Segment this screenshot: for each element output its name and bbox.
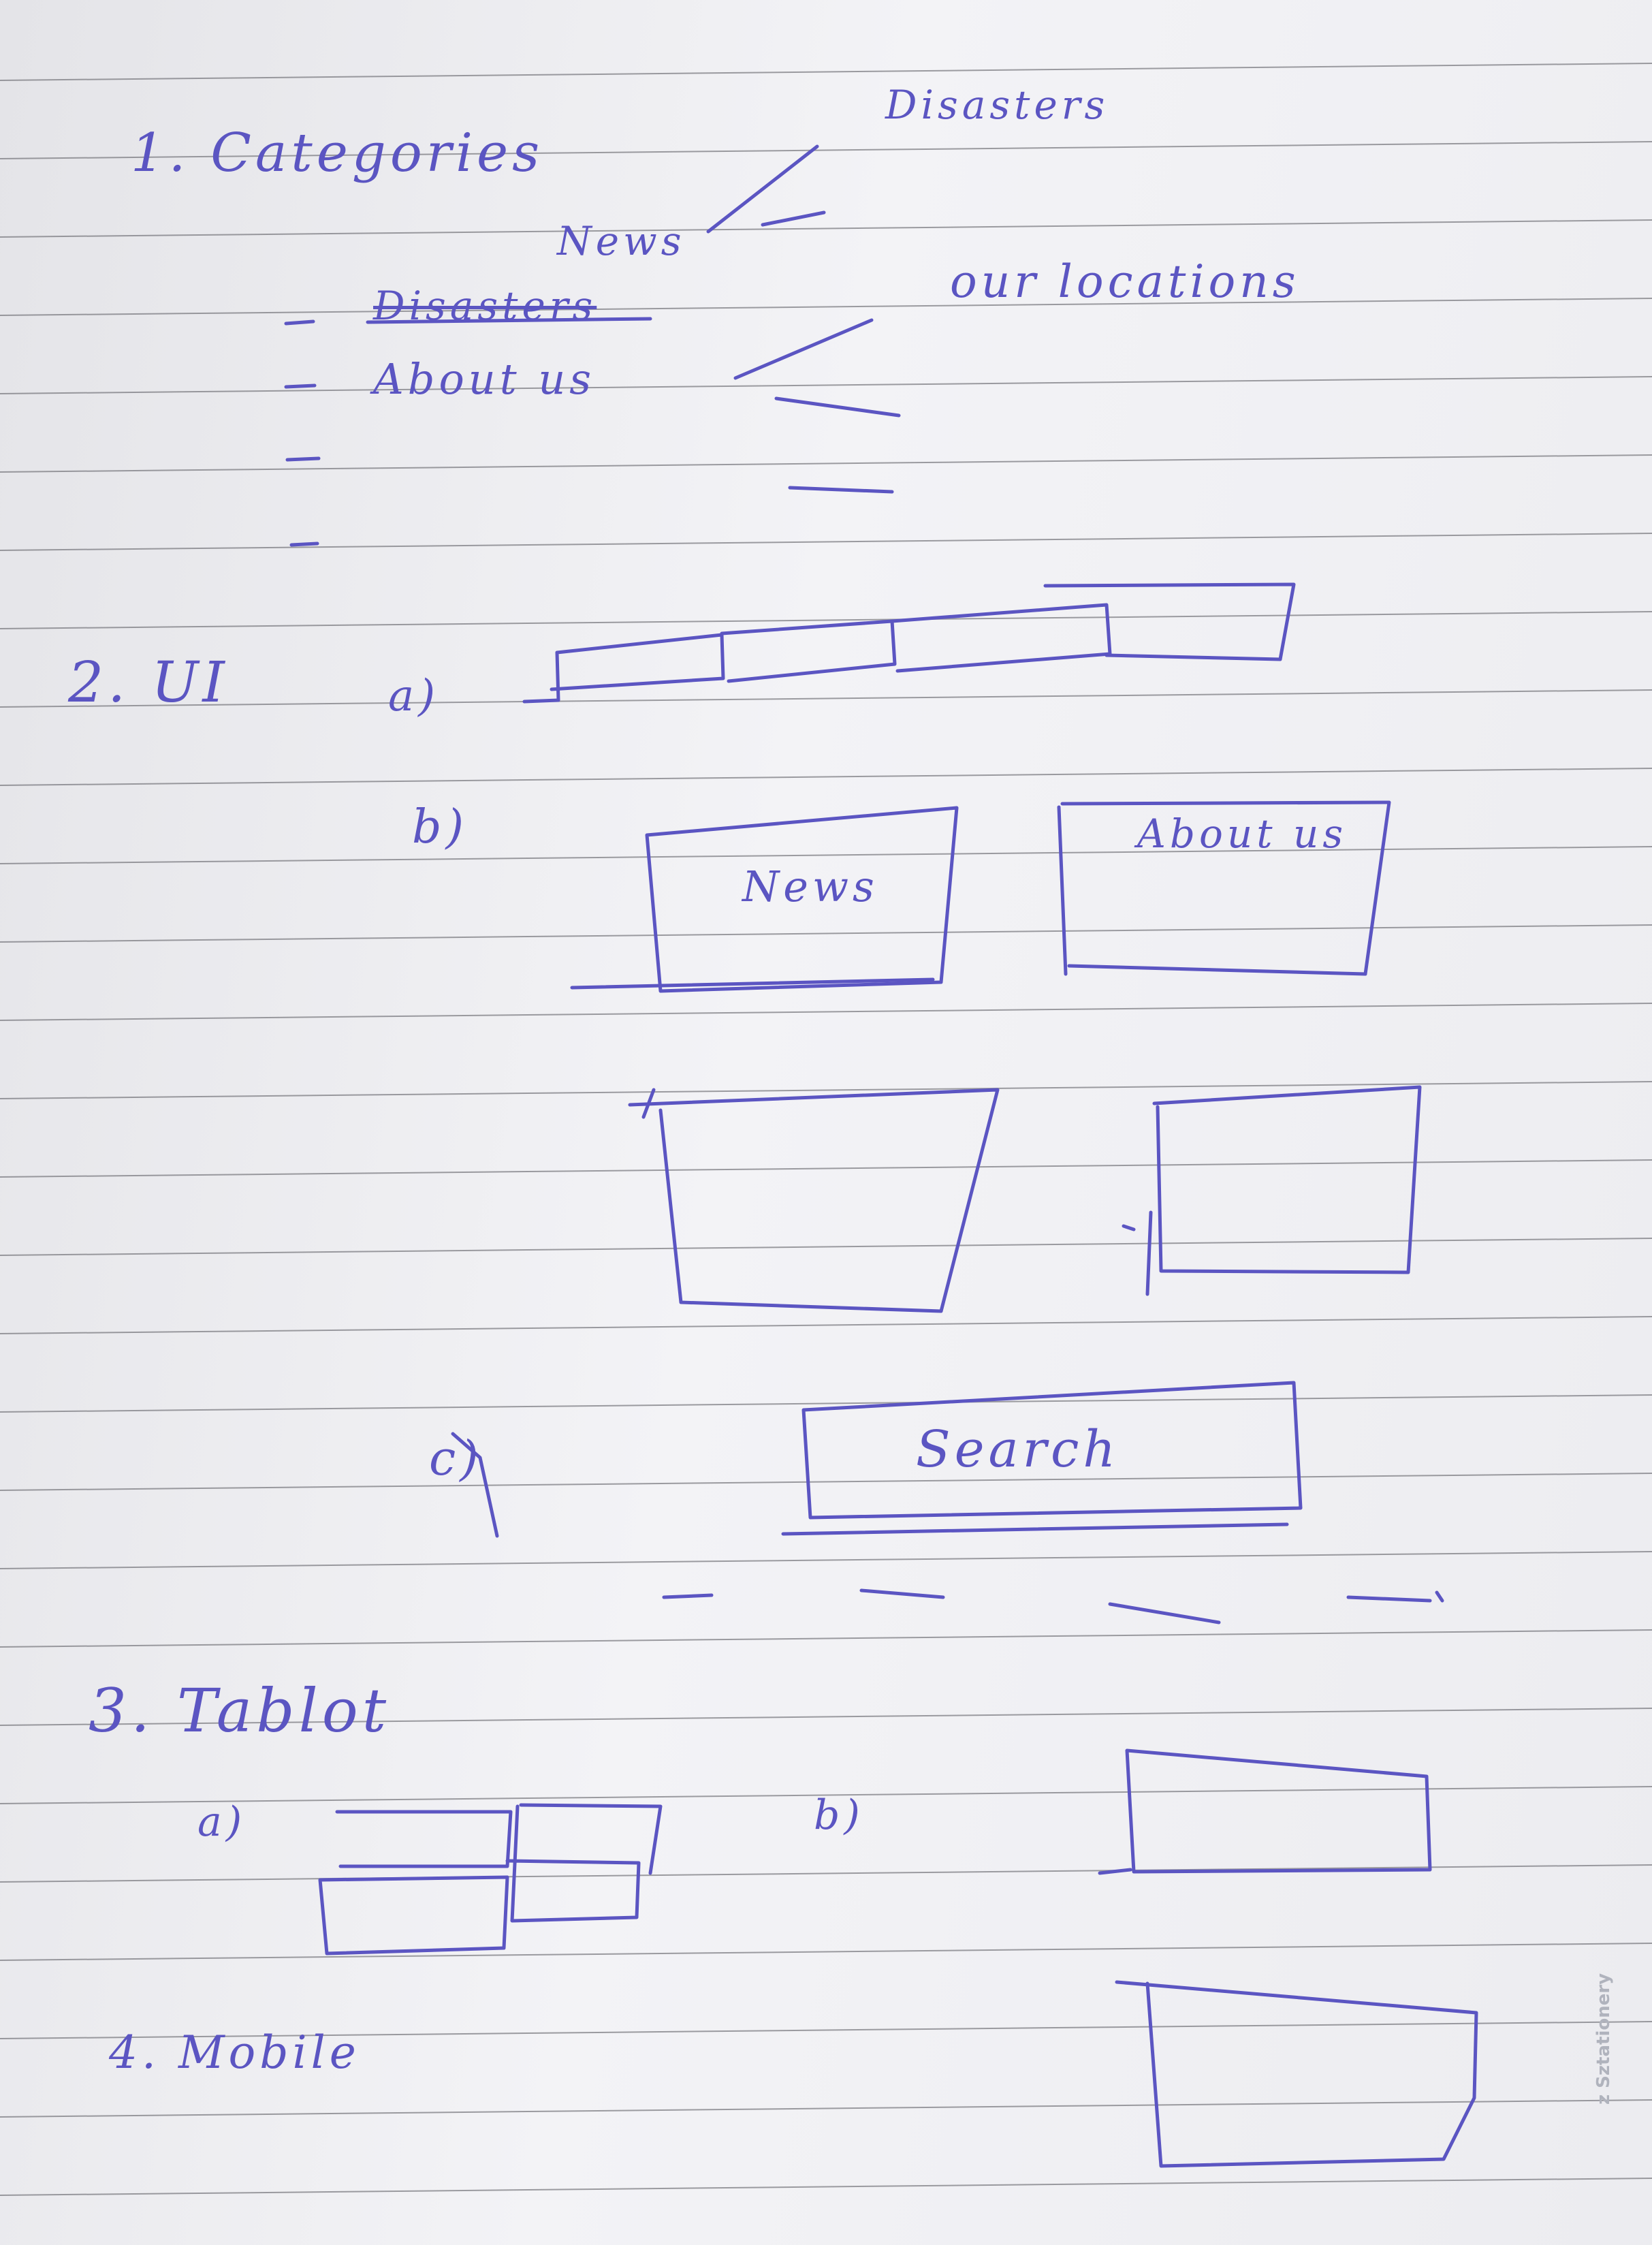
side-word-our-locations: our locations [950, 255, 1300, 308]
stationery-brand-mark: z Sztationery [1593, 1973, 1614, 2105]
ruled-line [0, 1159, 1652, 1178]
section4-heading: 4. Mobile [109, 2026, 360, 2079]
inserted-word-news: News [557, 218, 686, 264]
box-label-news: News [742, 862, 878, 911]
ruled-line [0, 1786, 1652, 1804]
ruled-line [0, 1238, 1652, 1256]
ui-label-c: c) [429, 1430, 483, 1486]
ruled-line [0, 1708, 1652, 1726]
section1-heading: 1. Categories [131, 123, 544, 184]
news-strike-line [366, 317, 652, 324]
ruled-line [0, 2099, 1652, 2118]
ruled-line [0, 1943, 1652, 1961]
ruled-line [0, 1081, 1652, 1099]
side-word-disasters: Disasters [885, 82, 1109, 128]
mobile-sketch [1115, 1980, 1478, 2168]
tablet-b-sketch [1098, 1748, 1432, 1875]
ui-label-b: b) [412, 800, 468, 854]
tablet-label-a: a) [197, 1798, 247, 1846]
category-list-dashes [284, 319, 321, 547]
ruled-line [0, 846, 1652, 864]
ui-label-a: a) [388, 671, 440, 721]
ruled-lines [0, 63, 1652, 2196]
ruled-line [0, 924, 1652, 943]
section2-heading: 2. UI [68, 650, 229, 715]
ruled-line [0, 219, 1652, 238]
box-label-about-us: About us [1137, 811, 1348, 857]
ruled-line [0, 689, 1652, 708]
ruled-line [0, 1473, 1652, 1491]
ruled-line [0, 1629, 1652, 1648]
ruled-line [0, 63, 1652, 81]
ruled-line [0, 376, 1652, 394]
footer-dashes [662, 1588, 1444, 1624]
ruled-line [0, 141, 1652, 159]
list-item-about-us: About us [373, 354, 596, 404]
ruled-line [0, 768, 1652, 786]
ui-a-box-chain [522, 582, 1296, 704]
tablet-label-b: b) [814, 1791, 864, 1839]
branch-strokes [706, 144, 901, 494]
tablet-a-sketch [318, 1803, 663, 1956]
ruled-line [0, 611, 1652, 629]
search-box-outline [451, 1381, 1303, 1538]
ruled-line [0, 2178, 1652, 2196]
ruled-line [0, 533, 1652, 551]
ruled-line [0, 2021, 1652, 2039]
struck-word-disasters: Disasters [373, 283, 597, 329]
ui-b-boxes [570, 800, 1422, 1313]
ruled-line [0, 298, 1652, 316]
ruled-line [0, 454, 1652, 473]
search-box-label: Search [916, 1420, 1120, 1479]
ruled-line [0, 1551, 1652, 1569]
ruled-line [0, 1864, 1652, 1883]
ruled-line [0, 1003, 1652, 1021]
ruled-line [0, 1394, 1652, 1413]
ruled-line [0, 1316, 1652, 1334]
section3-heading: 3. Tablot [89, 1676, 391, 1746]
